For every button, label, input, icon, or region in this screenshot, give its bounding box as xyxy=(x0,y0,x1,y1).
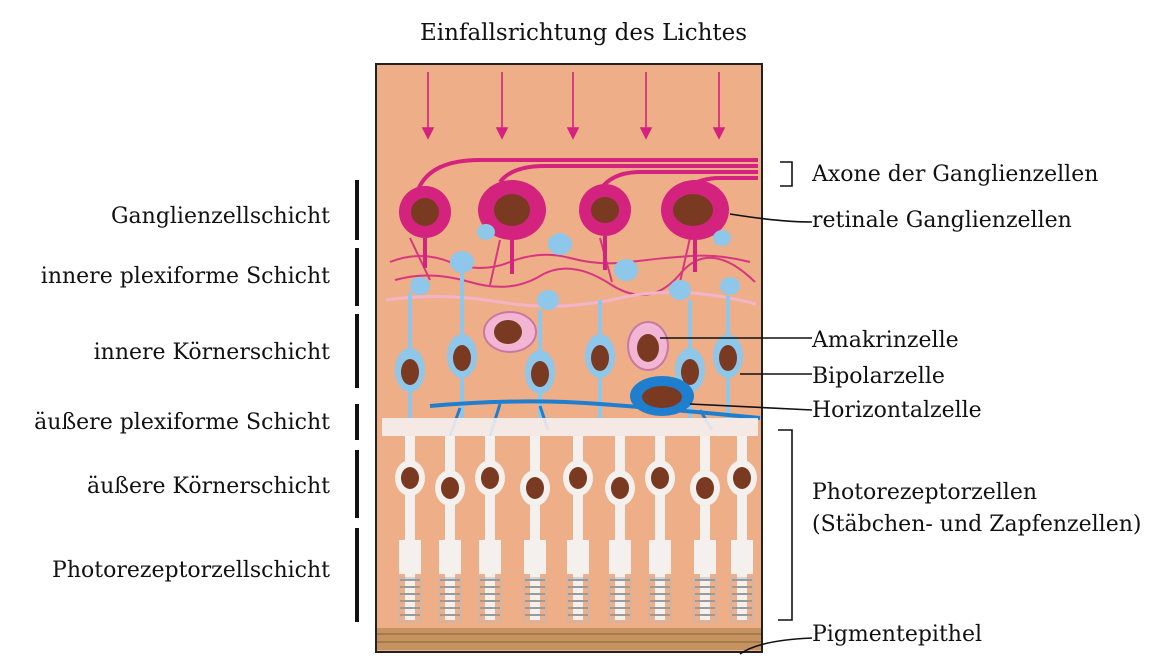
outer-plexiform-band xyxy=(382,418,758,436)
pigment-epithelium-band xyxy=(377,628,761,650)
photoreceptors xyxy=(395,436,757,622)
